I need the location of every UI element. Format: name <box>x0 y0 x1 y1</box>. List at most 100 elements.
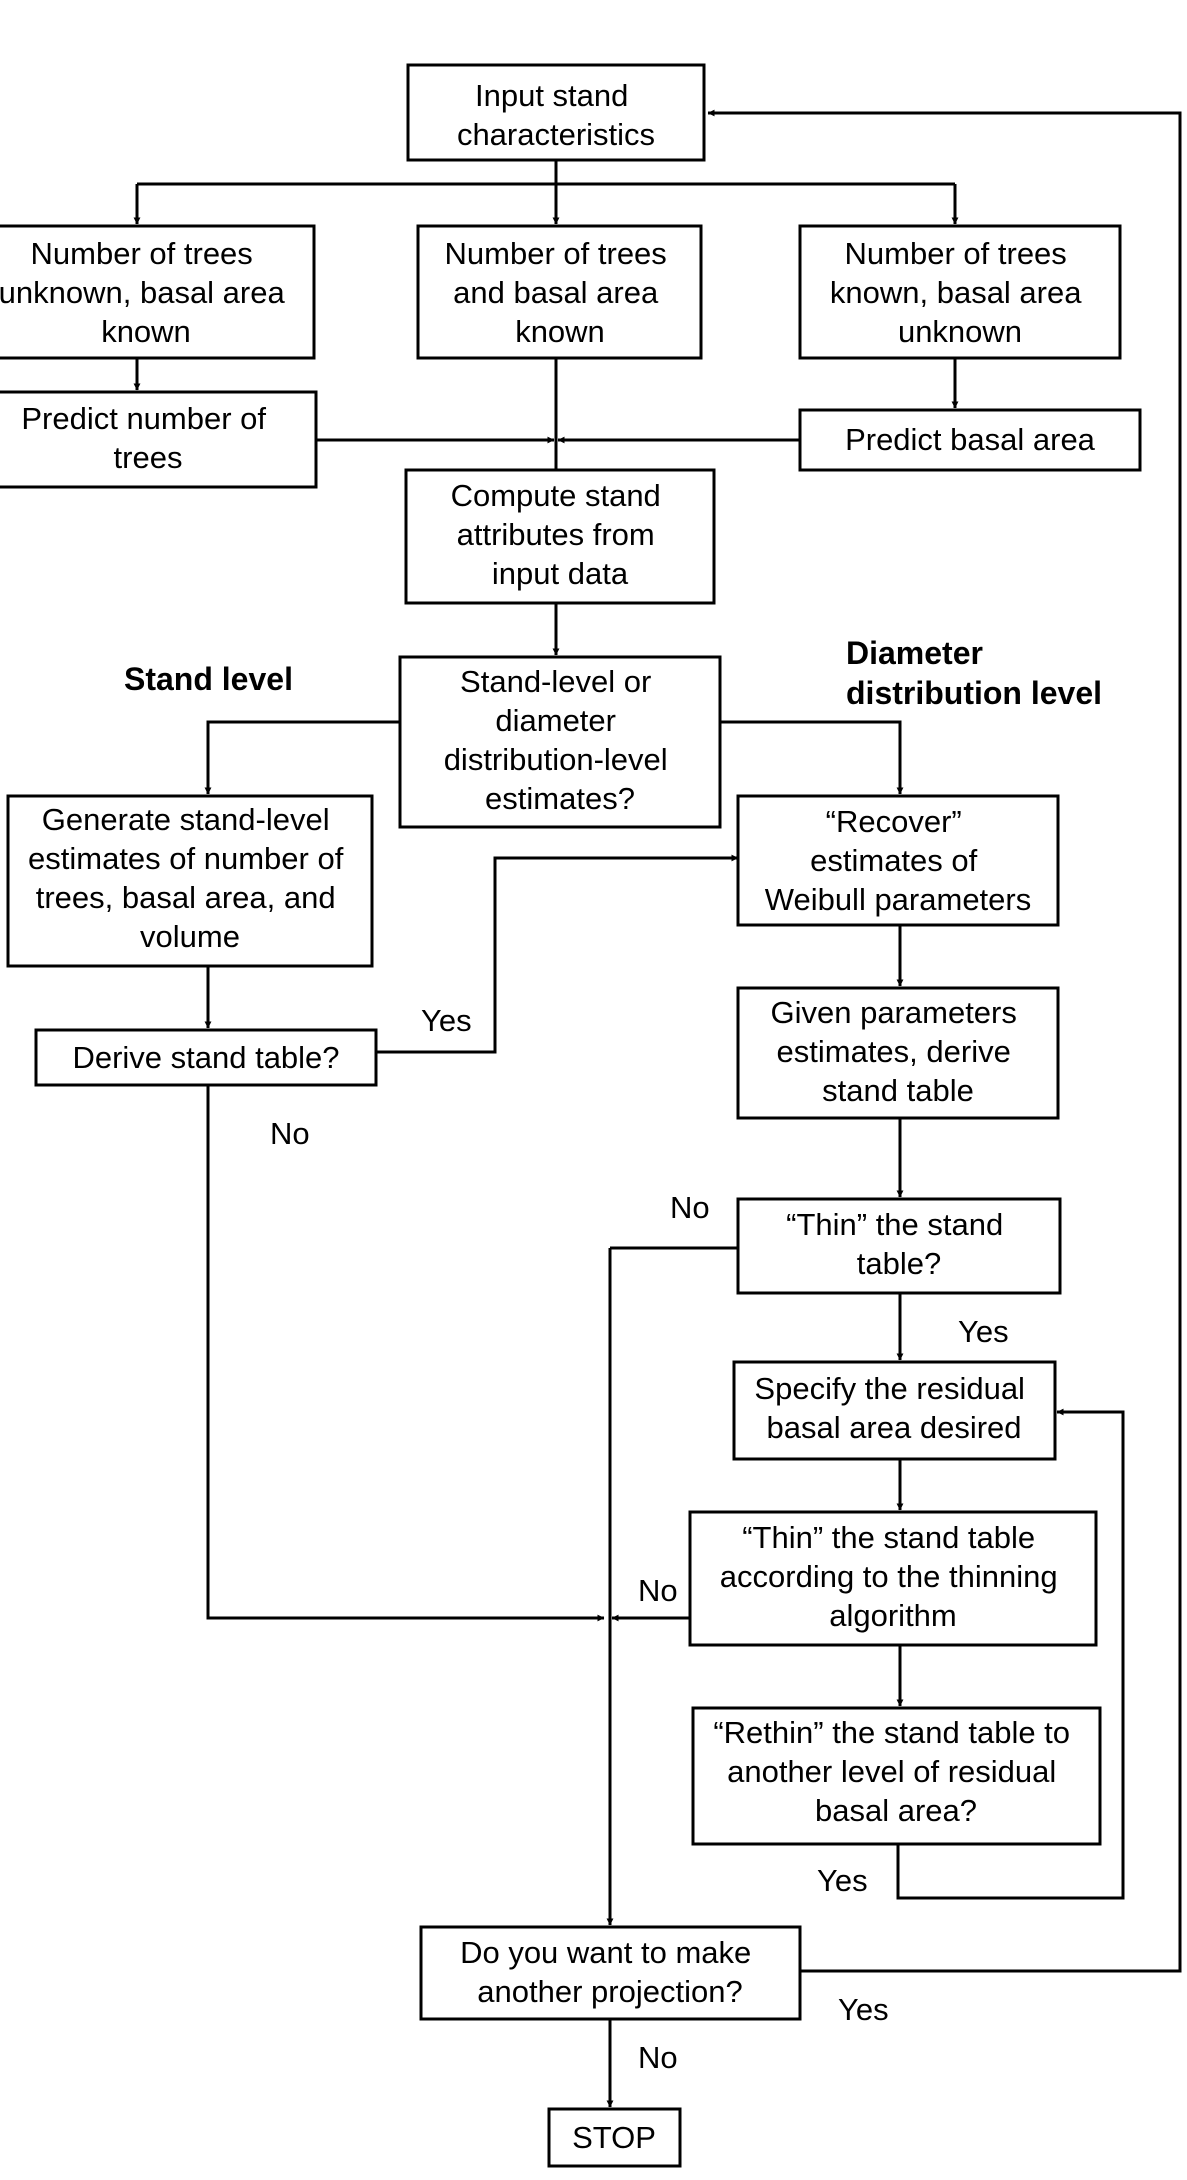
node-predict-ba: Predict basal area <box>845 422 1096 457</box>
node-choice-line: estimates? <box>485 781 635 816</box>
node-left-unknown-line: known <box>101 314 191 349</box>
node-predict-ba-line: Predict basal area <box>845 422 1096 457</box>
node-thin-alg: “Thin” the stand table according to the … <box>720 1520 1066 1633</box>
node-thin-q: “Thin” the stand table? <box>786 1207 1012 1281</box>
node-generate-line: Generate stand-level <box>42 802 330 837</box>
node-stop-box <box>547 2107 682 2168</box>
node-mid-known-box <box>416 224 703 360</box>
node-choice-line: diameter <box>495 703 616 738</box>
node-recover: “Recover” estimates of Weibull parameter… <box>765 804 1031 917</box>
node-compute-line: attributes from <box>457 517 655 552</box>
node-mid-known: Number of trees and basal area known <box>445 236 676 349</box>
node-right-known-box <box>798 224 1122 360</box>
node-right-known-line: known, basal area <box>830 275 1082 310</box>
node-specify-line: basal area desired <box>766 1410 1021 1445</box>
node-derive-q: Derive stand table? <box>72 1040 339 1075</box>
edge-label-thinalg-no: No <box>638 1573 678 1608</box>
node-thin-alg-line: algorithm <box>829 1598 957 1633</box>
node-recover-line: “Recover” <box>826 804 962 839</box>
node-generate-line: estimates of number of <box>28 841 344 876</box>
node-labels: Input stand characteristics Number of tr… <box>0 78 1096 2155</box>
node-recover-box <box>736 794 1060 927</box>
node-derive-q-line: Derive stand table? <box>72 1040 339 1075</box>
node-rethin: “Rethin” the stand table to another leve… <box>713 1715 1078 1828</box>
node-compute: Compute stand attributes from input data <box>451 478 670 591</box>
node-compute-line: Compute stand <box>451 478 661 513</box>
node-rethin-line: basal area? <box>815 1793 977 1828</box>
node-rethin-line: “Rethin” the stand table to <box>713 1715 1070 1750</box>
node-generate-line: trees, basal area, and <box>36 880 336 915</box>
node-rethin-box <box>691 1706 1102 1846</box>
edge-choice-to-generate <box>204 720 400 795</box>
edge-label-derive-yes: Yes <box>421 1003 472 1038</box>
node-stop: STOP <box>572 2120 656 2155</box>
edge-derive-no-to-merge <box>206 1085 605 1622</box>
edge-labels: Yes No No Yes No Yes Yes No <box>270 1003 1009 2075</box>
node-specify-box <box>732 1360 1057 1461</box>
diameter-level-header-line: distribution level <box>846 675 1102 711</box>
edge-label-rethin-yes: Yes <box>817 1863 868 1898</box>
node-recover-line: estimates of <box>810 843 978 878</box>
node-compute-line: input data <box>492 556 629 591</box>
node-choice: Stand-level or diameter distribution-lev… <box>444 664 677 816</box>
node-input: Input stand characteristics <box>457 78 655 152</box>
node-given: Given parameters estimates, derive stand… <box>770 995 1025 1108</box>
node-thin-q-line: table? <box>857 1246 941 1281</box>
node-choice-box <box>398 655 722 829</box>
node-predict-trees-line: Predict number of <box>21 401 266 436</box>
node-given-line: stand table <box>822 1073 974 1108</box>
node-predict-trees: Predict number of trees <box>21 401 274 475</box>
node-predict-trees-box <box>0 390 318 489</box>
node-right-known-line: Number of trees <box>845 236 1067 271</box>
edge-label-thin-yes: Yes <box>958 1314 1009 1349</box>
node-input-line: Input stand <box>475 78 628 113</box>
node-another-line: another projection? <box>477 1974 742 2009</box>
edge-label-derive-no: No <box>270 1116 310 1151</box>
node-stop-line: STOP <box>572 2120 656 2155</box>
node-compute-box <box>404 468 716 605</box>
node-choice-line: Stand-level or <box>460 664 651 699</box>
node-left-unknown-box <box>0 224 316 360</box>
edge-label-another-no: No <box>638 2040 678 2075</box>
edge-label-another-yes: Yes <box>838 1992 889 2027</box>
node-rethin-line: another level of residual <box>727 1754 1056 1789</box>
node-left-unknown-line: Number of trees <box>31 236 253 271</box>
stand-level-header: Stand level <box>124 661 293 697</box>
node-another-box <box>419 1925 802 2021</box>
node-left-unknown: Number of trees unknown, basal area know… <box>0 236 293 349</box>
node-specify-line: Specify the residual <box>754 1371 1025 1406</box>
node-mid-known-line: and basal area <box>453 275 659 310</box>
node-mid-known-line: Number of trees <box>445 236 667 271</box>
section-headers: Stand level Diameter distribution level <box>124 635 1102 711</box>
node-given-line: Given parameters <box>770 995 1016 1030</box>
node-right-known-line: unknown <box>898 314 1022 349</box>
node-right-known: Number of trees known, basal area unknow… <box>830 236 1090 349</box>
node-specify: Specify the residual basal area desired <box>754 1371 1033 1445</box>
node-recover-line: Weibull parameters <box>765 882 1031 917</box>
edges <box>133 109 1182 2108</box>
edge-another-yes-loop <box>707 109 1182 1973</box>
node-thin-alg-box <box>688 1510 1098 1647</box>
diameter-level-header-line: Diameter <box>846 635 983 671</box>
node-predict-trees-line: trees <box>114 440 183 475</box>
node-given-box <box>736 986 1060 1120</box>
node-derive-box <box>34 1028 378 1087</box>
edge-label-thin-no: No <box>670 1190 710 1225</box>
node-predict-ba-box <box>798 408 1142 472</box>
node-left-unknown-line: unknown, basal area <box>0 275 285 310</box>
diameter-level-header: Diameter distribution level <box>846 635 1102 711</box>
node-thin-alg-line: according to the thinning <box>720 1559 1058 1594</box>
node-generate: Generate stand-level estimates of number… <box>28 802 352 954</box>
node-another-line: Do you want to make <box>460 1935 751 1970</box>
edge-choice-to-recover <box>720 720 904 795</box>
boxes <box>0 63 1142 2168</box>
node-thin-q-line: “Thin” the stand <box>786 1207 1003 1242</box>
edge-rethin-yes-loop <box>896 1408 1125 1900</box>
node-thin-alg-line: “Thin” the stand table <box>742 1520 1035 1555</box>
node-another: Do you want to make another projection? <box>460 1935 760 2009</box>
node-mid-known-line: known <box>515 314 605 349</box>
node-generate-line: volume <box>140 919 240 954</box>
node-input-box <box>406 63 706 162</box>
node-choice-line: distribution-level <box>444 742 668 777</box>
